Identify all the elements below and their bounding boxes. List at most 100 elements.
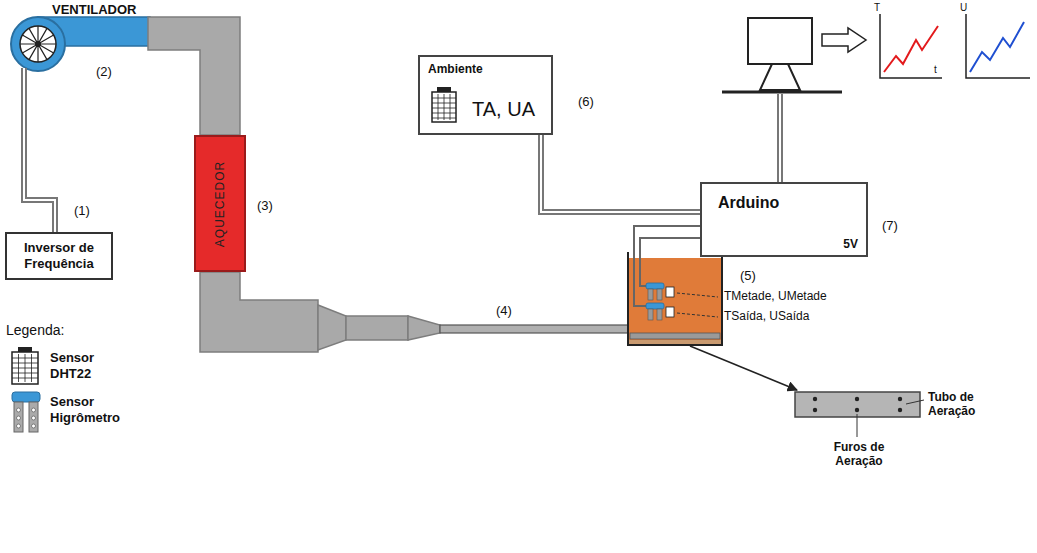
- arduino-box: Arduino 5V: [700, 182, 868, 257]
- leader-line: [857, 414, 858, 437]
- hygrometer-icon: [29, 402, 38, 432]
- hygrometer-icon: [17, 408, 36, 428]
- fan-rotor: [20, 26, 56, 62]
- label-holder: (7): [882, 218, 898, 234]
- aeration-tube-detail: [795, 392, 920, 417]
- hygrometer-icon: [14, 402, 23, 432]
- inverter-box: Inversor de Frequência: [5, 232, 113, 280]
- air-duct: [200, 272, 318, 352]
- voltage-label: 5V: [718, 237, 858, 251]
- dht22-sensor: [666, 287, 674, 297]
- aeration-holes: [813, 397, 902, 412]
- hygrometer-sensor: [657, 309, 662, 320]
- box-label: AQUECEDOR: [213, 160, 227, 246]
- axis-label: U: [960, 2, 967, 14]
- monitor-stand: [760, 64, 800, 90]
- label-holder: (3): [257, 198, 273, 214]
- callout-number: (4): [496, 303, 512, 319]
- label-holder: U: [960, 2, 967, 14]
- fan-hub: [35, 41, 41, 47]
- hygrometer-sensor: [657, 289, 662, 300]
- output-arrow: [822, 28, 866, 52]
- label-holder: (2): [96, 64, 112, 80]
- container-wall: [628, 252, 722, 345]
- humidity-curve: [970, 22, 1024, 72]
- label-holder: Legenda:: [6, 322, 64, 339]
- data-cable: [777, 94, 783, 182]
- legend-text: Sensor Higrômetro: [50, 394, 140, 426]
- aeration-tube: [630, 333, 720, 339]
- probe-hole: [32, 408, 36, 412]
- callout-number: (5): [740, 268, 756, 284]
- duct-reducer: [318, 305, 346, 350]
- aeration-hole: [813, 397, 817, 401]
- legend-text: Sensor DHT22: [50, 350, 120, 382]
- wire-outer: [541, 135, 700, 212]
- wire-inner: [541, 135, 700, 212]
- sensor-wire: [634, 226, 700, 306]
- axis-label: t: [934, 64, 937, 76]
- fan-blades: [20, 26, 56, 62]
- aeration-hole: [898, 397, 902, 401]
- sensor-wire: [640, 238, 700, 286]
- part-label: Tubo de Aeração: [928, 390, 992, 418]
- aeration-hole: [855, 397, 859, 401]
- hygrometer-sensor: [646, 303, 664, 309]
- fan-node: VENTILADOR: [0, 0, 140, 68]
- callout-number: (2): [96, 64, 112, 80]
- hygrometer-icon: [12, 392, 40, 402]
- dht22-icon: [12, 352, 38, 384]
- dht22-icon: [432, 94, 456, 120]
- wire-inner: [24, 68, 55, 232]
- probe-hole: [32, 424, 36, 428]
- part-title: VENTILADOR: [52, 2, 140, 17]
- probe-hole: [17, 416, 21, 420]
- hygrometer-sensor: [646, 283, 664, 289]
- hygrometer-sensor: [648, 289, 653, 300]
- air-pipe: [440, 325, 630, 333]
- heater-box: AQUECEDOR: [194, 135, 246, 272]
- grain-mass: [628, 258, 722, 344]
- legend-title: Legenda:: [6, 322, 64, 339]
- label-holder: (1): [74, 203, 90, 219]
- label-holder: Furos de Aeração: [822, 440, 896, 468]
- callout-number: (7): [882, 218, 898, 234]
- label-holder: (4): [496, 303, 512, 319]
- wire-connector: [24, 68, 55, 232]
- aeration-hole: [855, 408, 859, 412]
- label-holder: t: [934, 64, 937, 76]
- axis-label: T: [874, 2, 880, 14]
- wire-connector: [541, 135, 700, 212]
- aeration-hole: [898, 408, 902, 412]
- temperature-curve: [884, 26, 938, 72]
- monitor-base: [722, 91, 842, 94]
- box-title: Arduino: [718, 194, 858, 212]
- callout-number: (6): [578, 94, 594, 110]
- variable-name: TA, UA: [472, 98, 543, 121]
- ambient-sensor-box: AmbienteTA, UA: [418, 55, 553, 135]
- label-holder: (5): [740, 268, 756, 284]
- part-label: Furos de Aeração: [822, 440, 896, 468]
- label-holder: TSaída, USaída: [724, 309, 809, 323]
- dht22-sensor: [666, 307, 674, 317]
- duct-reducer: [408, 316, 440, 340]
- air-duct: [148, 17, 240, 135]
- detail-arrow: [690, 346, 797, 390]
- probe-hole: [32, 416, 36, 420]
- chart-axes: [880, 14, 942, 78]
- dht22-icon: [12, 354, 38, 382]
- label-holder: Tubo de Aeração: [928, 390, 992, 418]
- hygrometer-sensor: [648, 309, 653, 320]
- dht22-icon: [432, 92, 456, 122]
- box-label: Inversor de Frequência: [11, 240, 107, 272]
- label-holder: T: [874, 2, 880, 14]
- data-cable: [779, 94, 781, 182]
- callout-number: (1): [74, 203, 90, 219]
- probe-hole: [17, 424, 21, 428]
- chart-axes: [966, 14, 1030, 78]
- legend-entry: Sensor Higrômetro: [50, 394, 140, 426]
- wire-outer: [24, 68, 55, 232]
